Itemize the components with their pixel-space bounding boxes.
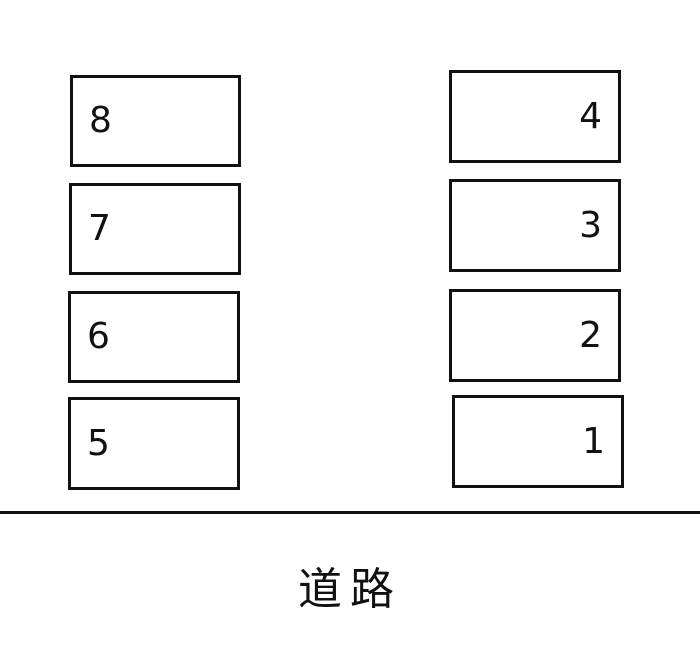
parking-space-number: 4 [579,95,602,137]
parking-space-7: 7 [69,183,241,275]
parking-space-8: 8 [70,75,241,167]
parking-space-4: 4 [449,70,621,163]
parking-space-number: 8 [89,100,112,141]
parking-space-6: 6 [68,291,240,383]
parking-space-number: 7 [88,208,111,249]
parking-space-2: 2 [449,289,621,382]
parking-space-number: 5 [87,422,110,464]
road-edge-line [0,511,700,514]
parking-space-5: 5 [68,397,240,490]
parking-space-number: 6 [87,316,110,357]
parking-space-3: 3 [449,179,621,272]
parking-space-number: 3 [579,204,602,246]
parking-space-number: 1 [582,420,605,462]
parking-space-1: 1 [452,395,624,488]
parking-space-number: 2 [579,314,602,356]
road-label: 道路 [298,564,402,615]
